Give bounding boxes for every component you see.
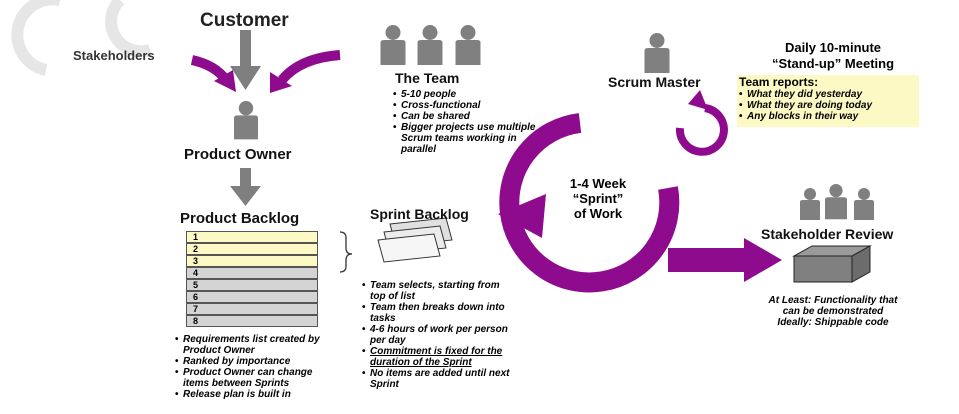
product-backlog-notes: Requirements list created by Product Own…: [175, 334, 330, 400]
note-item: Product Owner can change items between S…: [175, 367, 330, 389]
curved-arrow-icon: [278, 50, 341, 84]
down-arrow-icon: [230, 30, 261, 90]
report-item: What they did yesterday: [739, 89, 919, 100]
note-item: Team then breaks down into tasks: [362, 302, 512, 324]
stakeholder-review-title: Stakeholder Review: [761, 226, 894, 242]
report-item: Any blocks in their way: [739, 111, 919, 122]
customer-label: Customer: [200, 10, 289, 31]
standup-reports-list: What they did yesterday What they are do…: [737, 89, 919, 122]
note-item: Team selects, starting from top of list: [362, 280, 512, 302]
brace-icon: [339, 231, 353, 273]
standup-reports-panel: Team reports: What they did yesterday Wh…: [737, 75, 919, 127]
product-backlog-title: Product Backlog: [180, 210, 300, 227]
box-icon: [792, 245, 872, 283]
sprint-backlog-notes: Team selects, starting from top of list …: [362, 280, 512, 390]
standup-title-line2: “Stand-up” Meeting: [771, 56, 895, 71]
arrowhead-icon: [270, 72, 292, 93]
note-item: Ranked by importance: [175, 356, 330, 367]
team-title: The Team: [395, 70, 460, 86]
note-item: No items are added until next Sprint: [362, 368, 512, 390]
note-item: 4-6 hours of work per person per day: [362, 324, 512, 346]
sprint-backlog-title: Sprint Backlog: [370, 206, 469, 222]
backlog-row: 6: [186, 291, 318, 303]
note-item: Commitment is fixed for the duration of …: [362, 346, 512, 368]
note-item: Can be shared: [393, 111, 543, 122]
standup-title-line1: Daily 10-minute: [784, 40, 882, 55]
review-note-line1: At Least: Functionality that: [768, 295, 898, 306]
watermark-shape: [11, 0, 152, 76]
stakeholder-review-note: At Least: Functionality that can be demo…: [748, 295, 918, 328]
sprint-label: 1-4 Week “Sprint” of Work: [562, 176, 634, 221]
stakeholder-people-icon: [800, 184, 874, 220]
review-note-line3: Ideally: Shippable code: [777, 317, 889, 328]
product-owner-person-icon: [234, 101, 258, 140]
team-notes: 5-10 people Cross-functional Can be shar…: [393, 89, 543, 155]
product-backlog-list: 1 2 3 4 5 6 7 8: [186, 231, 318, 329]
team-people-icon: [380, 25, 481, 65]
backlog-row: 4: [186, 267, 318, 279]
stakeholders-label: Stakeholders: [73, 48, 155, 63]
backlog-row: 5: [186, 279, 318, 291]
backlog-row: 2: [186, 243, 318, 255]
sprint-line2: “Sprint”: [572, 191, 624, 206]
standup-title: Daily 10-minute “Stand-up” Meeting: [748, 40, 918, 72]
backlog-row: 7: [186, 303, 318, 315]
down-arrow-icon: [230, 168, 261, 206]
arrowhead-icon: [214, 70, 236, 92]
scrum-master-label: Scrum Master: [608, 74, 701, 90]
backlog-row: 8: [186, 315, 318, 327]
note-item: Requirements list created by Product Own…: [175, 334, 330, 356]
scrum-master-person-icon: [644, 33, 670, 73]
sprint-line3: of Work: [573, 206, 623, 221]
curved-arrow-icon: [190, 55, 231, 84]
review-note-line2: can be demonstrated: [782, 306, 884, 317]
note-item: Cross-functional: [393, 100, 543, 111]
backlog-row: 3: [186, 255, 318, 267]
sprint-line1: 1-4 Week: [569, 176, 627, 191]
report-item: What they are doing today: [739, 100, 919, 111]
note-item: 5-10 people: [393, 89, 543, 100]
standup-reports-title: Team reports:: [739, 75, 819, 89]
note-item: Release plan is built in: [175, 389, 330, 400]
backlog-row: 1: [186, 231, 318, 243]
note-item: Bigger projects use multiple Scrum teams…: [393, 122, 543, 155]
product-owner-label: Product Owner: [184, 146, 292, 163]
stacked-pages-icon: [377, 217, 453, 263]
